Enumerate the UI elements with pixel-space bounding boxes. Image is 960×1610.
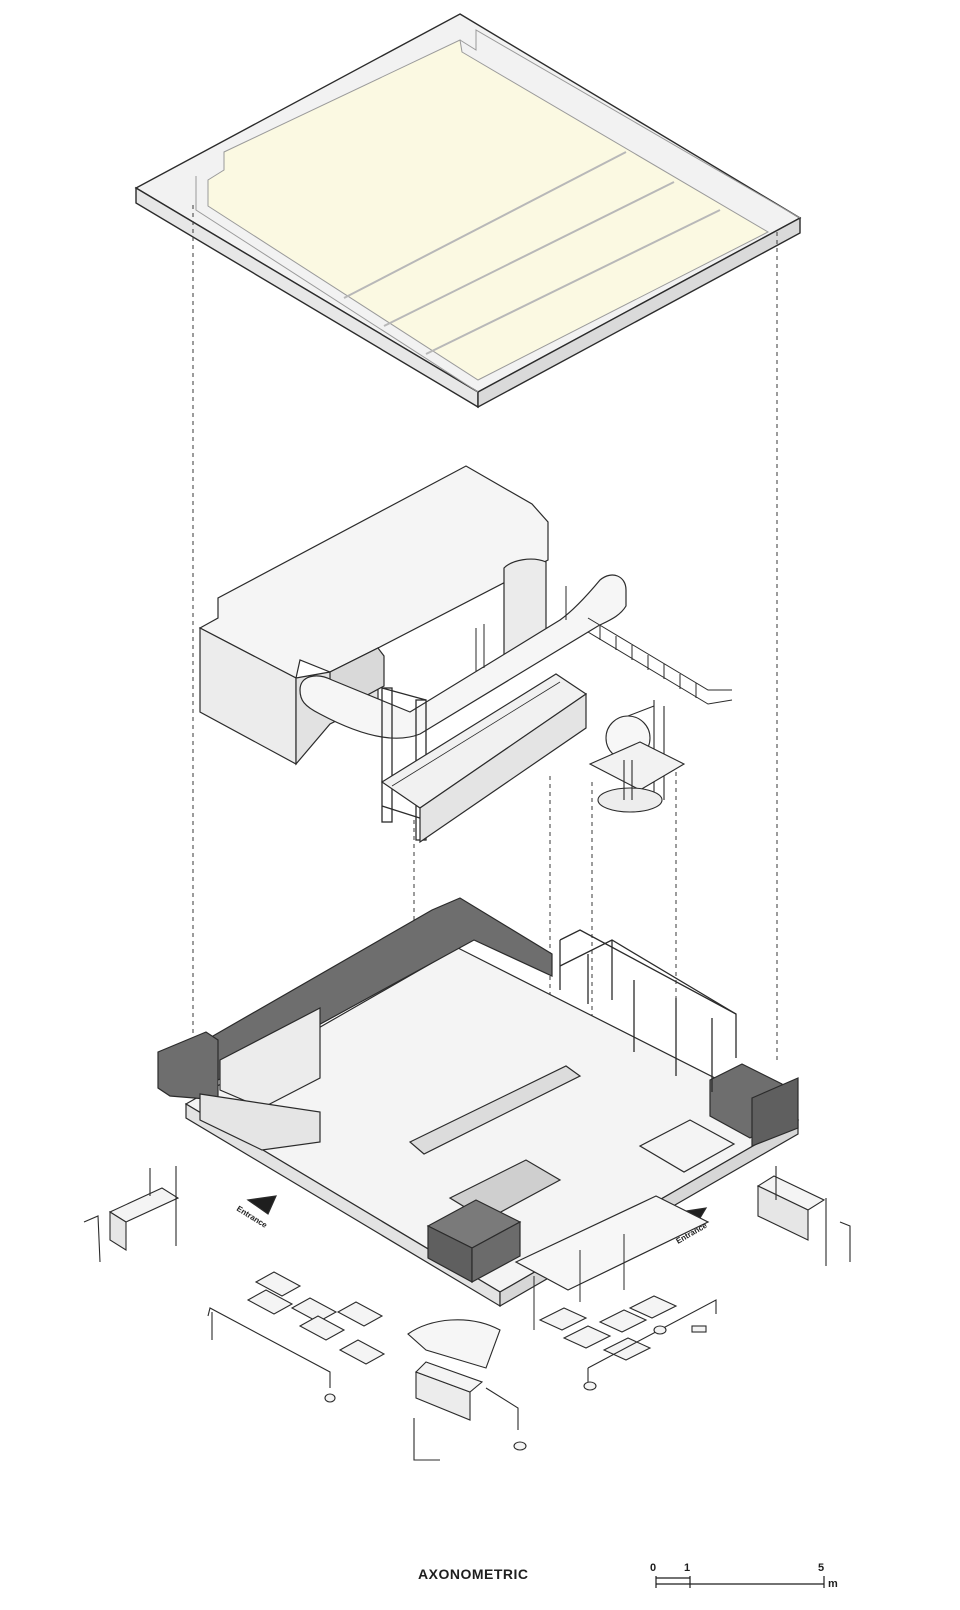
shelving-frame (559, 929, 737, 1092)
furniture-layer (83, 1166, 851, 1461)
railing-run (587, 617, 733, 705)
scale-unit: m (828, 1578, 838, 1590)
entrance-arrow-left (246, 1195, 277, 1215)
entrance-canopy (514, 1195, 710, 1291)
ceiling-layer (134, 13, 802, 409)
ceiling-light-strips (343, 151, 721, 355)
scale-mark-5: 5 (818, 1562, 825, 1574)
ceiling-slab-side-right (477, 216, 801, 409)
scale-mark-1: 1 (684, 1562, 691, 1574)
floor-cube-side (471, 1220, 521, 1284)
floor-mat (638, 1119, 736, 1173)
right-stall (756, 1166, 851, 1266)
right-benches (538, 1295, 717, 1391)
ceiling-light-panel (207, 39, 770, 381)
ceiling-inner-rim (195, 176, 479, 393)
center-cart (407, 1319, 527, 1461)
drawing-title: AXONOMETRIC (418, 1566, 529, 1582)
floor-trench (408, 1065, 582, 1155)
left-stall (83, 1166, 180, 1263)
interior-mass-layer (198, 465, 733, 844)
floor-layer (157, 897, 800, 1330)
back-wall-top (157, 1031, 219, 1101)
scale-bar (655, 1576, 825, 1588)
left-benches (207, 1271, 386, 1403)
counter-front (419, 692, 587, 844)
scale-mark-0: 0 (650, 1562, 657, 1574)
kiosk-device (588, 700, 686, 813)
wall-mass-top (198, 465, 549, 679)
pendant-pins (475, 586, 567, 672)
canopy-posts (533, 1234, 625, 1330)
internal-wall-block-2 (199, 1093, 321, 1151)
service-rail (299, 574, 627, 739)
internal-wall-block (219, 1007, 321, 1109)
right-box-2 (751, 1077, 799, 1147)
ceiling-notch (459, 29, 801, 219)
